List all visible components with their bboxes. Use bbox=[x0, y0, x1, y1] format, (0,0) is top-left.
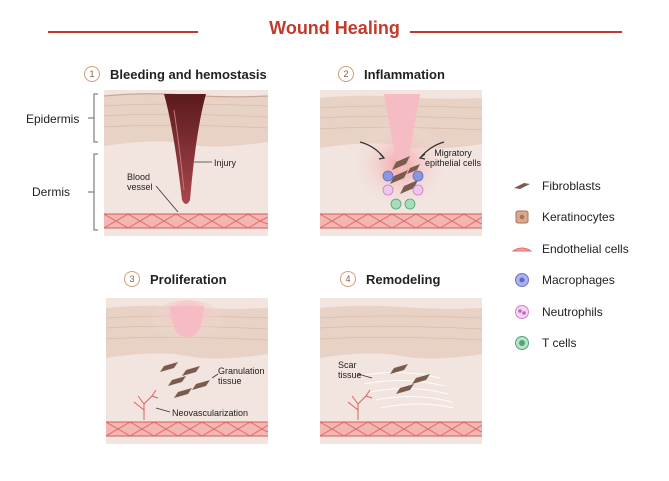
step-number-1: 1 bbox=[84, 66, 100, 82]
neovascularization-vessels bbox=[133, 389, 159, 420]
legend-item-keratinocytes: Keratinocytes bbox=[512, 202, 629, 234]
legend-item-endothelial: Endothelial cells bbox=[512, 233, 629, 265]
fibroblast-icon bbox=[514, 182, 530, 189]
endothelial-icon bbox=[512, 247, 532, 252]
neutrophil-cell bbox=[412, 184, 424, 196]
injury-wound bbox=[164, 94, 206, 204]
blood-vessel bbox=[320, 422, 482, 436]
step-number-3: 3 bbox=[124, 271, 140, 287]
blood-vessel-label: Blood vessel bbox=[127, 172, 153, 192]
step-number-4: 4 bbox=[340, 271, 356, 287]
step-header-3: 3 Proliferation bbox=[124, 271, 227, 287]
epidermis-label: Epidermis bbox=[26, 112, 80, 126]
t-cell bbox=[390, 198, 402, 210]
granulation-fibroblasts bbox=[160, 362, 210, 398]
legend-item-macrophages: Macrophages bbox=[512, 265, 629, 297]
title-divider-right bbox=[372, 31, 622, 33]
title-bar: Wound Healing bbox=[0, 14, 669, 44]
tcell-icon bbox=[515, 336, 529, 351]
legend: Fibroblasts Keratinocytes Endothelial ce… bbox=[512, 170, 629, 359]
step-header-2: 2 Inflammation bbox=[338, 66, 445, 82]
wound-plug bbox=[170, 306, 204, 337]
macrophage-icon bbox=[515, 273, 529, 288]
blood-vessel bbox=[104, 214, 268, 228]
epidermis-layer bbox=[320, 305, 482, 359]
side-brackets bbox=[88, 93, 98, 231]
step-title-1: Bleeding and hemostasis bbox=[110, 66, 267, 82]
scar-fibroblasts bbox=[390, 364, 430, 394]
neutrophil-icon bbox=[515, 304, 529, 319]
step-title-3: Proliferation bbox=[150, 271, 227, 287]
granulation-label: Granulation tissue bbox=[218, 366, 265, 386]
injury-label: Injury bbox=[214, 158, 237, 168]
panel-bleeding bbox=[104, 90, 268, 236]
neovascularization-label: Neovascularization bbox=[172, 408, 249, 418]
step-title-4: Remodeling bbox=[366, 271, 441, 287]
fibroblast-cluster bbox=[390, 156, 420, 194]
step-title-2: Inflammation bbox=[364, 66, 445, 82]
neutrophil-cell bbox=[382, 184, 394, 196]
macrophage-cell bbox=[412, 170, 424, 182]
scar-fibers bbox=[359, 371, 455, 409]
title-divider-left bbox=[48, 31, 198, 33]
blood-vessel bbox=[106, 422, 268, 436]
diagram-title: Wound Healing bbox=[0, 18, 669, 39]
panel-proliferation bbox=[106, 298, 268, 444]
legend-item-fibroblasts: Fibroblasts bbox=[512, 170, 629, 202]
panel-inflammation bbox=[320, 90, 482, 236]
step-number-2: 2 bbox=[338, 66, 354, 82]
legend-item-neutrophils: Neutrophils bbox=[512, 296, 629, 328]
scar-tissue-label: Scar tissue bbox=[338, 360, 362, 380]
keratinocyte-icon bbox=[515, 210, 529, 224]
legend-item-tcells: T cells bbox=[512, 328, 629, 360]
blood-vessel bbox=[320, 214, 482, 228]
panel-remodeling bbox=[320, 298, 482, 444]
remodeled-vessels bbox=[347, 389, 373, 420]
migratory-cells-label: Migratory epithelial cells bbox=[424, 148, 482, 168]
wound-plug bbox=[384, 94, 420, 174]
dermis-label: Dermis bbox=[32, 185, 70, 199]
t-cell bbox=[404, 198, 416, 210]
step-header-1: 1 Bleeding and hemostasis bbox=[84, 66, 267, 82]
step-header-4: 4 Remodeling bbox=[340, 271, 440, 287]
macrophage-cell bbox=[382, 170, 394, 182]
